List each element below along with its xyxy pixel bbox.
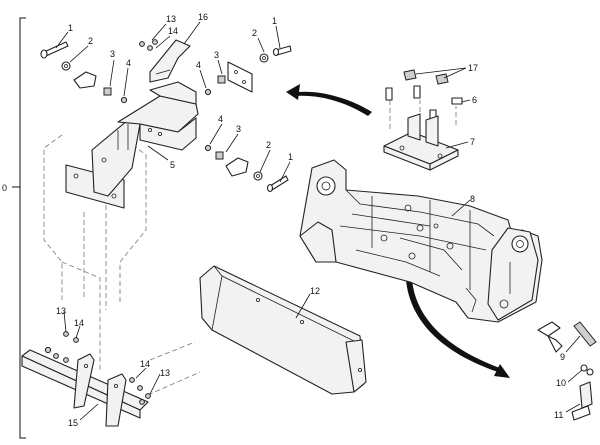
callout-14-lower-left: 14 [74, 318, 84, 328]
callout-1-upper-left: 1 [68, 23, 73, 33]
callout-4-mid-right: 4 [218, 114, 223, 124]
hardware-lower-left [44, 331, 151, 405]
callout-4-upper-left: 4 [126, 58, 131, 68]
pads-part-17 [403, 69, 449, 85]
main-frame-part-8 [299, 159, 543, 323]
assembly-bracket: 0 [2, 17, 26, 439]
callout-3-mid-right: 3 [236, 124, 241, 134]
curved-arrow-lower [406, 280, 510, 378]
callout-3-upper-left: 3 [110, 49, 115, 59]
callout-2-mid-right: 2 [266, 140, 271, 150]
callout-1-upper-right: 1 [272, 16, 277, 26]
clip-part-10 [580, 364, 594, 376]
pin-part-9 [537, 321, 597, 353]
hardware-upper-right [204, 45, 292, 96]
callout-14-lower-right: 14 [140, 359, 150, 369]
bolts-part-6 [385, 85, 463, 121]
callout-13-upper: 13 [166, 14, 176, 24]
callout-17: 17 [468, 63, 478, 73]
callout-6: 6 [472, 95, 477, 105]
callout-16: 16 [198, 12, 208, 22]
callout-8: 8 [470, 194, 475, 204]
curved-arrow-upper [286, 84, 372, 116]
callout-15: 15 [68, 418, 78, 428]
latch-part-11 [571, 381, 593, 421]
callout-2-upper-left: 2 [88, 36, 93, 46]
mount-plate-part-7 [383, 113, 459, 171]
callout-5: 5 [170, 160, 175, 170]
callout-14-upper: 14 [168, 26, 178, 36]
callout-13-lower-left: 13 [56, 306, 66, 316]
hardware-upper-left [40, 39, 158, 104]
assembly-callout-label: 0 [2, 183, 7, 193]
callout-1-mid-right: 1 [288, 152, 293, 162]
front-bar-part-15 [21, 349, 149, 427]
callout-4-upper-right: 4 [196, 60, 201, 70]
hook-bracket-part-16 [149, 39, 191, 83]
callout-12: 12 [310, 286, 320, 296]
callout-9: 9 [560, 352, 565, 362]
callout-labels: 1 2 3 4 13 14 16 2 1 3 4 5 4 3 2 1 17 6 … [56, 12, 566, 428]
callout-11: 11 [554, 410, 563, 420]
hardware-mid-right [204, 144, 289, 193]
callout-3-upper-right: 3 [214, 50, 219, 60]
callout-10: 10 [556, 378, 566, 388]
callout-2-upper-right: 2 [252, 28, 257, 38]
alignment-lines [43, 100, 457, 396]
callout-7: 7 [470, 137, 475, 147]
callout-13-lower-right: 13 [160, 368, 170, 378]
mount-bracket-part-5 [65, 81, 199, 209]
cover-part-12 [199, 265, 367, 395]
leader-lines [55, 21, 583, 421]
